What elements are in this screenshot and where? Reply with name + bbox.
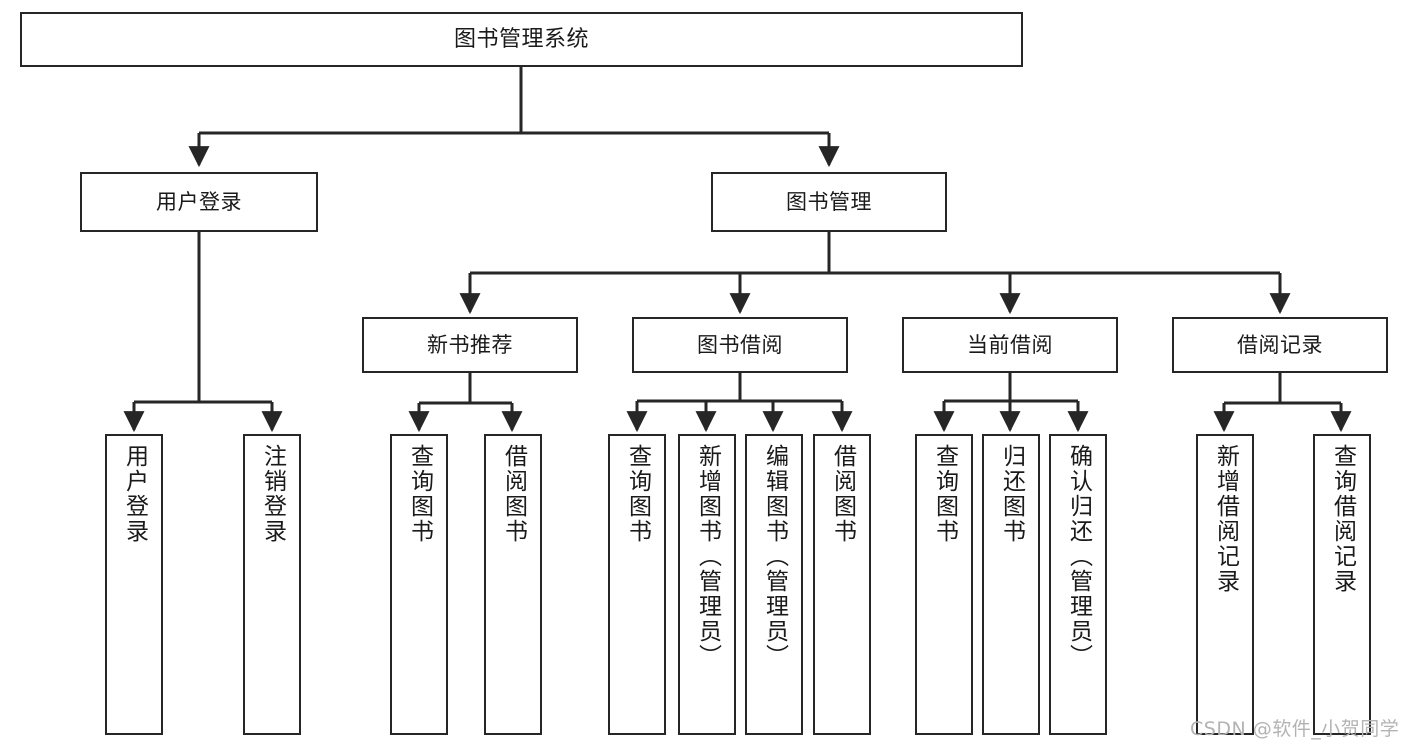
node-label: 当前借阅 — [967, 332, 1053, 357]
node-label: 借阅图书 — [500, 444, 527, 544]
leaf-borrow-book-recommend[interactable]: 借阅图书 — [484, 434, 542, 735]
node-label: 图书管理系统 — [453, 26, 589, 52]
leaf-add-book-admin[interactable]: 新增图书（管理员） — [678, 434, 736, 735]
leaf-query-borrow-record[interactable]: 查询借阅记录 — [1313, 434, 1371, 735]
node-label: 借阅图书 — [829, 444, 856, 544]
node-label: 确认归还（管理员） — [1065, 444, 1092, 669]
leaf-logout[interactable]: 注销登录 — [243, 434, 301, 735]
node-label: 图书借阅 — [697, 332, 783, 357]
leaf-query-book-recommend[interactable]: 查询图书 — [390, 434, 448, 735]
leaf-user-login[interactable]: 用户登录 — [105, 434, 163, 735]
node-label: 借阅记录 — [1237, 332, 1323, 357]
node-user-login[interactable]: 用户登录 — [80, 172, 318, 232]
node-borrow-record[interactable]: 借阅记录 — [1172, 317, 1388, 373]
leaf-confirm-return-admin[interactable]: 确认归还（管理员） — [1049, 434, 1107, 735]
node-label: 查询图书 — [406, 444, 433, 544]
node-label: 归还图书 — [998, 444, 1025, 544]
node-label: 查询借阅记录 — [1329, 444, 1356, 594]
leaf-query-book-current[interactable]: 查询图书 — [915, 434, 973, 735]
leaf-query-book-borrow[interactable]: 查询图书 — [608, 434, 666, 735]
leaf-borrow-book[interactable]: 借阅图书 — [813, 434, 871, 735]
node-label: 查询图书 — [931, 444, 958, 544]
node-new-book-recommend[interactable]: 新书推荐 — [362, 317, 578, 373]
leaf-return-book[interactable]: 归还图书 — [982, 434, 1040, 735]
node-label: 新增借阅记录 — [1212, 444, 1239, 594]
node-label: 新增图书（管理员） — [694, 444, 721, 669]
node-current-borrow[interactable]: 当前借阅 — [902, 317, 1118, 373]
node-root-book-management-system[interactable]: 图书管理系统 — [20, 12, 1023, 67]
node-label: 用户登录 — [121, 444, 148, 544]
leaf-edit-book-admin[interactable]: 编辑图书（管理员） — [745, 434, 803, 735]
node-label: 编辑图书（管理员） — [761, 444, 788, 669]
node-book-borrow[interactable]: 图书借阅 — [632, 317, 848, 373]
leaf-add-borrow-record[interactable]: 新增借阅记录 — [1196, 434, 1254, 735]
node-label: 查询图书 — [624, 444, 651, 544]
node-label: 注销登录 — [259, 444, 286, 544]
node-label: 图书管理 — [786, 189, 872, 214]
node-label: 用户登录 — [156, 189, 242, 214]
node-label: 新书推荐 — [427, 332, 513, 357]
watermark-text: CSDN @软件_小贺同学 — [1190, 718, 1400, 740]
node-book-management[interactable]: 图书管理 — [711, 172, 947, 232]
